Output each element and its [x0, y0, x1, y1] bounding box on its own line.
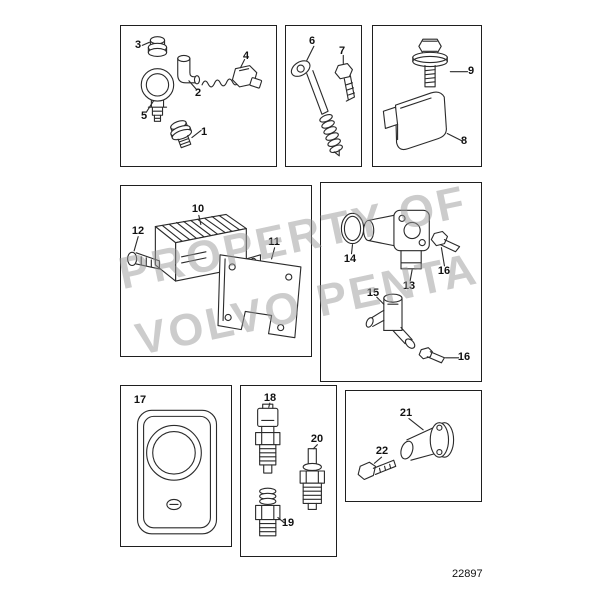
callout-2: 2	[194, 87, 202, 99]
callout-1: 1	[200, 126, 208, 138]
leader-lines	[373, 418, 424, 464]
part-21-drawing	[400, 422, 455, 461]
panel-5: 14 13 16 15 16	[320, 182, 482, 382]
part-18-drawing	[255, 403, 281, 474]
callout-4: 4	[242, 50, 250, 62]
callout-18: 18	[263, 392, 277, 404]
part-20-drawing	[299, 448, 325, 511]
part-16b-drawing	[418, 347, 445, 364]
part-1-drawing	[170, 120, 193, 149]
callout-17: 17	[133, 394, 147, 406]
callout-13: 13	[402, 280, 416, 292]
part-14-drawing	[340, 212, 365, 245]
part-16a-drawing	[430, 230, 461, 253]
panel-8-art	[357, 418, 455, 481]
callout-22: 22	[375, 445, 389, 457]
callout-6: 6	[308, 35, 316, 47]
callout-10: 10	[191, 203, 205, 215]
callout-16b: 16	[457, 351, 471, 363]
part-22-drawing	[357, 459, 397, 481]
callout-14: 14	[343, 253, 357, 265]
part-15-drawing	[365, 293, 416, 349]
part-11-drawing	[217, 254, 302, 339]
callout-8: 8	[460, 135, 468, 147]
callout-21: 21	[399, 407, 413, 419]
panel-8: 21 22	[345, 390, 482, 502]
panel-2-art	[290, 45, 355, 157]
part-12-drawing	[127, 251, 160, 270]
part-3-drawing	[147, 36, 168, 58]
drawing-number: 22897	[452, 568, 483, 580]
callout-15: 15	[366, 287, 380, 299]
leader-lines	[306, 45, 344, 65]
panel-4: 10 12 11	[120, 185, 312, 357]
callout-20: 20	[310, 433, 324, 445]
callout-12: 12	[131, 225, 145, 237]
part-17-drawing	[136, 409, 218, 535]
panel-4-art	[127, 213, 302, 339]
part-13-drawing	[363, 209, 430, 270]
panel-6: 17	[120, 385, 232, 547]
part-8-drawing	[382, 91, 447, 151]
panel-5-art	[340, 209, 461, 364]
part-4-drawing	[201, 65, 263, 89]
part-6-drawing	[290, 60, 343, 157]
leader-lines	[350, 244, 460, 359]
callout-7: 7	[338, 45, 346, 57]
panel-7-art	[255, 402, 325, 537]
callout-5: 5	[140, 110, 148, 122]
panel-6-art	[136, 409, 218, 535]
callout-9: 9	[467, 65, 475, 77]
callout-16a: 16	[437, 265, 451, 277]
callout-3: 3	[134, 39, 142, 51]
callout-19: 19	[281, 517, 295, 529]
part-19-drawing	[255, 487, 281, 537]
panel-1: 3 2 4 5 1	[120, 25, 277, 167]
panel-3: 9 8	[372, 25, 482, 167]
leader-lines	[268, 402, 318, 524]
part-7-drawing	[334, 62, 355, 102]
leader-lines	[446, 71, 469, 142]
panel-2: 6 7	[285, 25, 362, 167]
callout-11: 11	[268, 236, 280, 248]
leader-lines	[133, 214, 276, 260]
part-2-drawing	[177, 54, 201, 85]
part-9-drawing	[412, 38, 448, 88]
panel-3-art	[382, 38, 469, 151]
panel-7: 18 19 20	[240, 385, 337, 557]
leader-lines	[141, 41, 246, 139]
panel-1-art	[140, 36, 263, 149]
